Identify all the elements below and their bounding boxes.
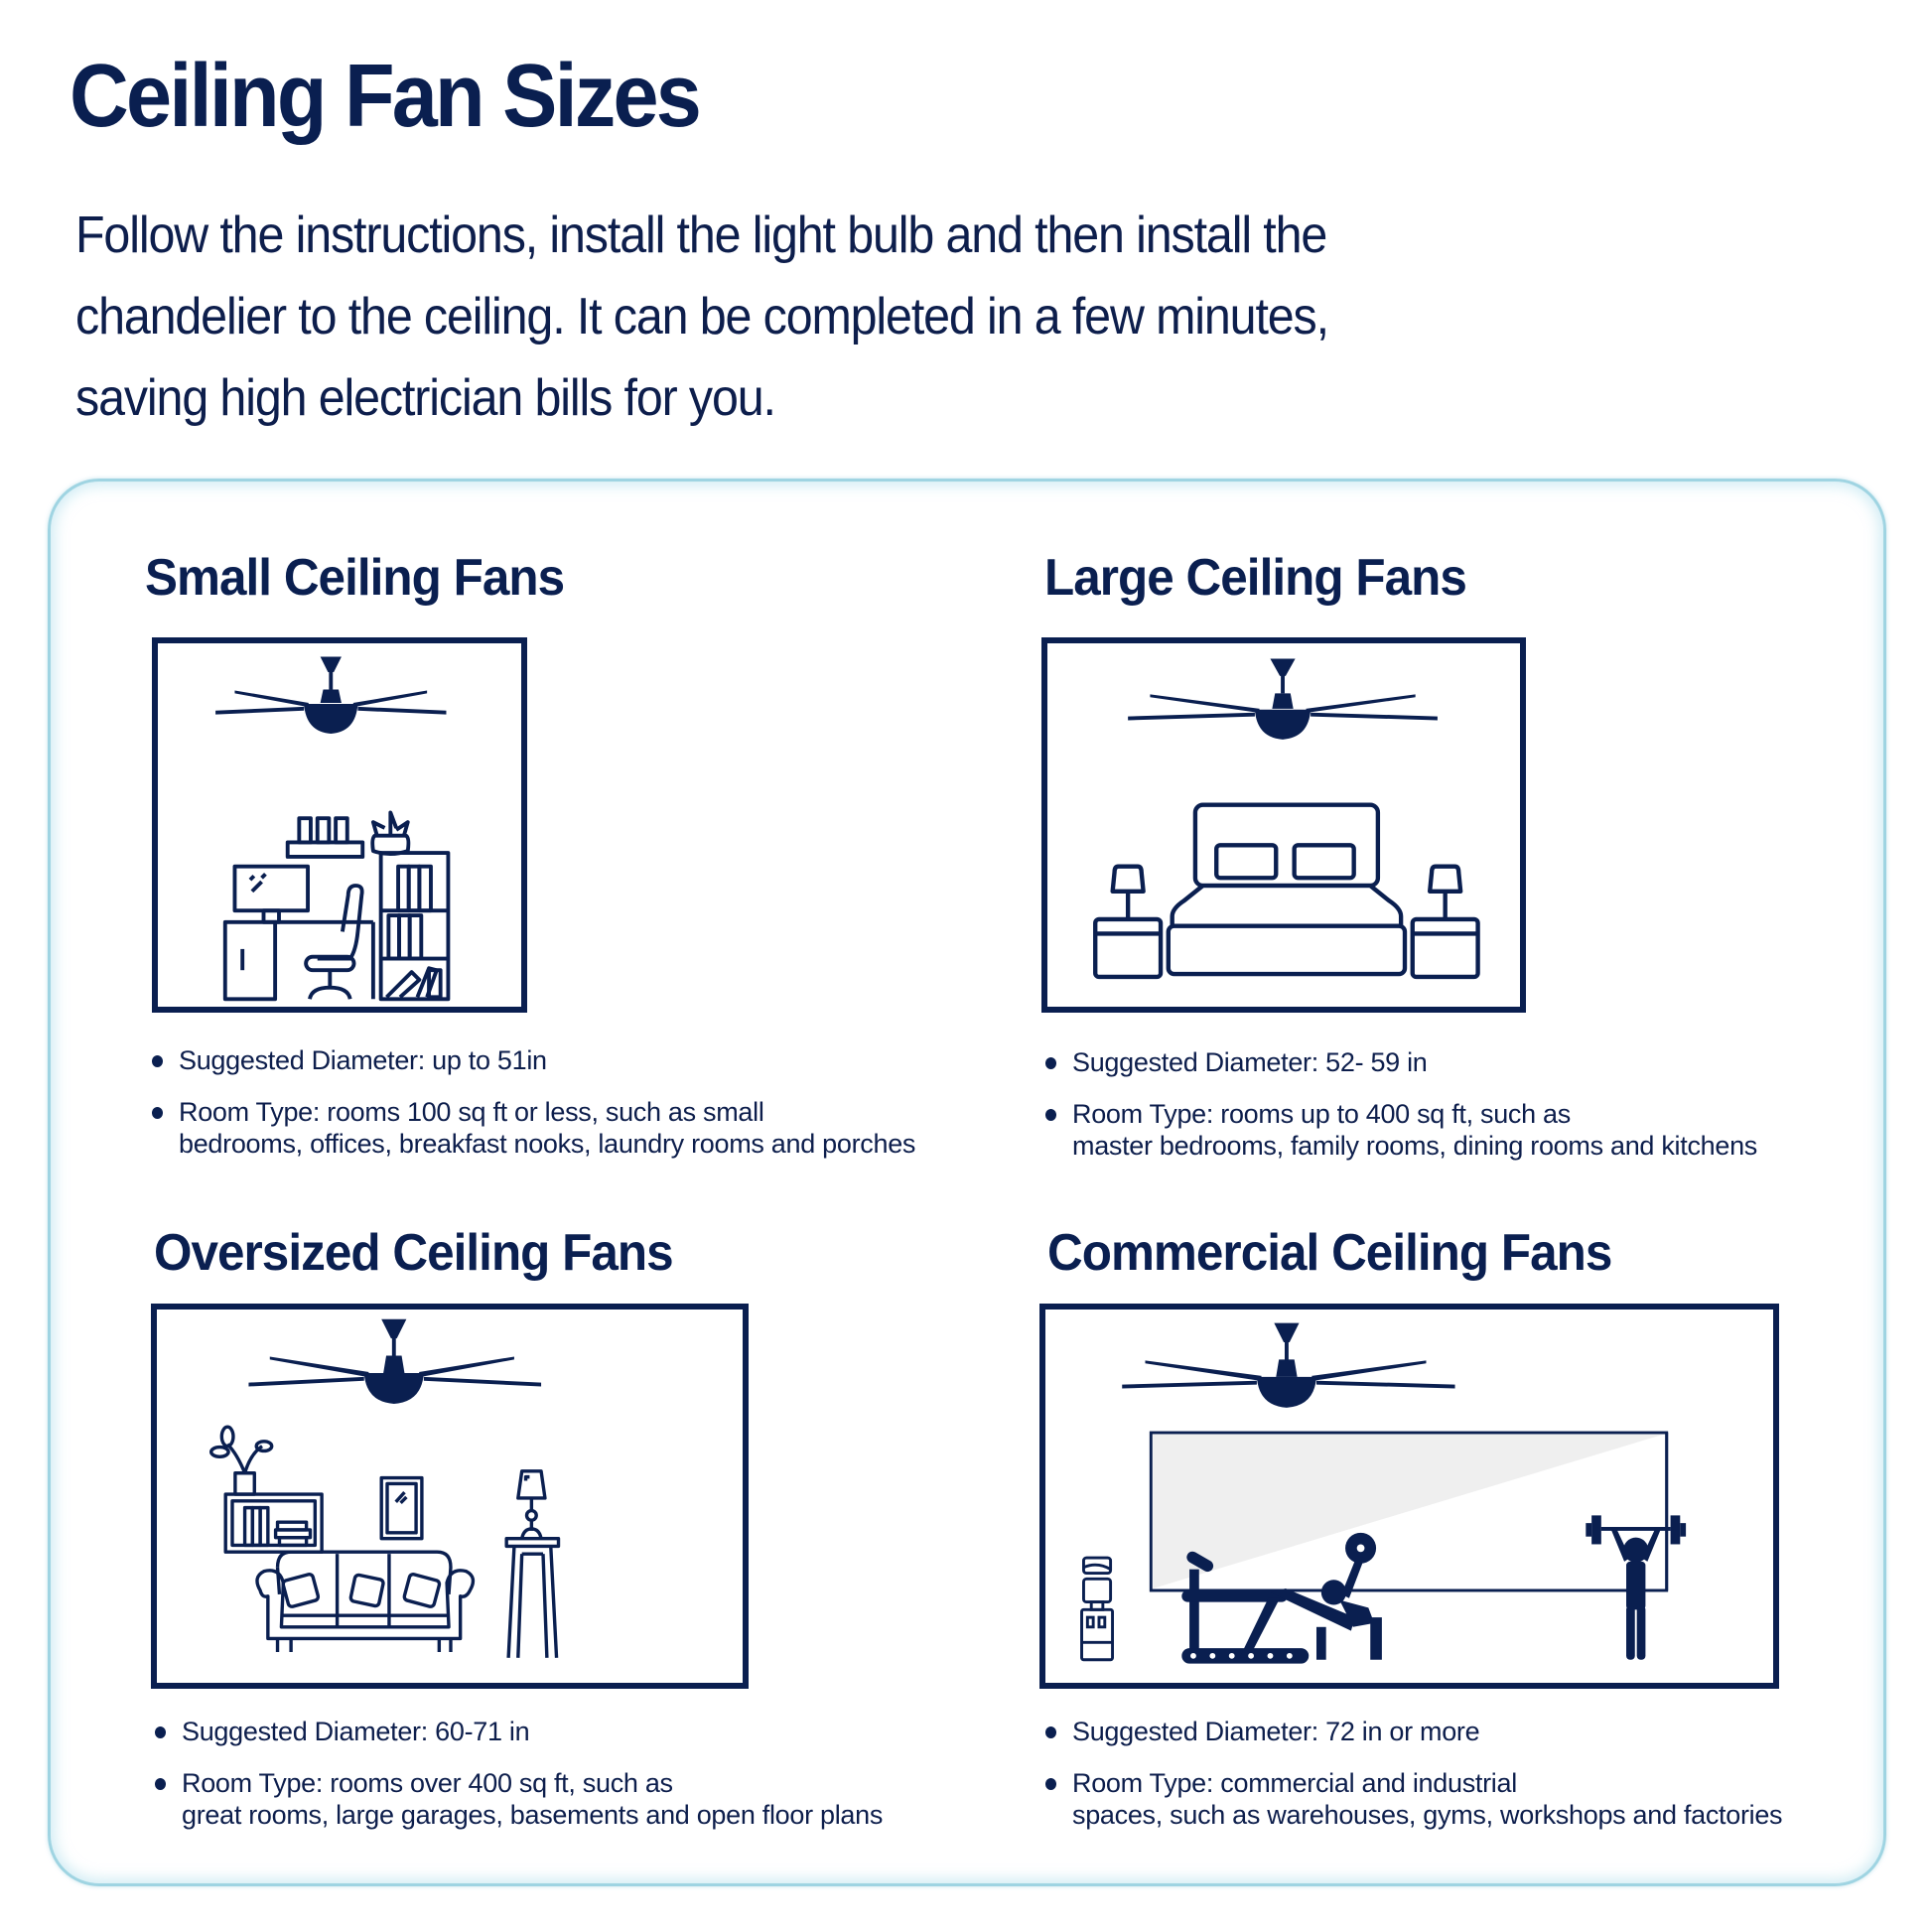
commercial-room-illustration [1039, 1304, 1779, 1689]
room-type-item: Room Type: commercial and industrial spa… [1045, 1767, 1783, 1831]
oversized-fan-details: Suggested Diameter: 60-71 in Room Type: … [155, 1716, 883, 1851]
room-type-item: Room Type: rooms up to 400 sq ft, such a… [1045, 1098, 1757, 1162]
section-title-large: Large Ceiling Fans [1044, 549, 1467, 607]
bullet-icon [152, 1055, 163, 1067]
diameter-item: Suggested Diameter: 72 in or more [1045, 1716, 1782, 1747]
ceiling-fan-icon [1128, 658, 1438, 740]
diameter-item: Suggested Diameter: 60-71 in [155, 1716, 883, 1747]
bullet-icon [155, 1778, 166, 1790]
room-type-item: Room Type: rooms over 400 sq ft, such as… [155, 1767, 883, 1831]
ceiling-fan-icon [248, 1318, 542, 1404]
ceiling-fan-icon [1122, 1322, 1455, 1408]
bullet-icon [152, 1107, 163, 1119]
diameter-item: Suggested Diameter: 52- 59 in [1045, 1046, 1757, 1078]
ceiling-fan-icon [215, 656, 447, 735]
commercial-fan-details: Suggested Diameter: 72 in or more Room T… [1045, 1716, 1783, 1851]
fan-sizes-panel [48, 479, 1886, 1886]
section-title-oversized: Oversized Ceiling Fans [154, 1224, 674, 1282]
room-type-item: Room Type: rooms 100 sq ft or less, such… [152, 1096, 915, 1160]
bedroom-icon [1093, 658, 1480, 980]
living-room-icon [208, 1318, 561, 1658]
gym-icon [1080, 1322, 1687, 1664]
section-title-commercial: Commercial Ceiling Fans [1047, 1224, 1612, 1282]
home-office-icon [215, 656, 451, 1002]
intro-line: saving high electrician bills for you. [75, 369, 776, 427]
intro-line: chandelier to the ceiling. It can be com… [75, 288, 1329, 345]
page-title: Ceiling Fan Sizes [69, 47, 702, 146]
bullet-icon [1045, 1778, 1056, 1790]
bullet-icon [1045, 1057, 1056, 1069]
small-fan-details: Suggested Diameter: up to 51in Room Type… [152, 1044, 915, 1179]
small-room-illustration [152, 637, 527, 1013]
section-title-small: Small Ceiling Fans [145, 549, 565, 607]
intro-line: Follow the instructions, install the lig… [75, 207, 1327, 264]
oversized-room-illustration [151, 1304, 749, 1689]
diameter-item: Suggested Diameter: up to 51in [152, 1044, 915, 1076]
large-fan-details: Suggested Diameter: 52- 59 in Room Type:… [1045, 1046, 1757, 1181]
bullet-icon [1045, 1726, 1056, 1738]
intro-paragraph: Follow the instructions, install the lig… [75, 195, 1553, 439]
bullet-icon [155, 1726, 166, 1738]
bullet-icon [1045, 1109, 1056, 1121]
large-room-illustration [1041, 637, 1526, 1013]
